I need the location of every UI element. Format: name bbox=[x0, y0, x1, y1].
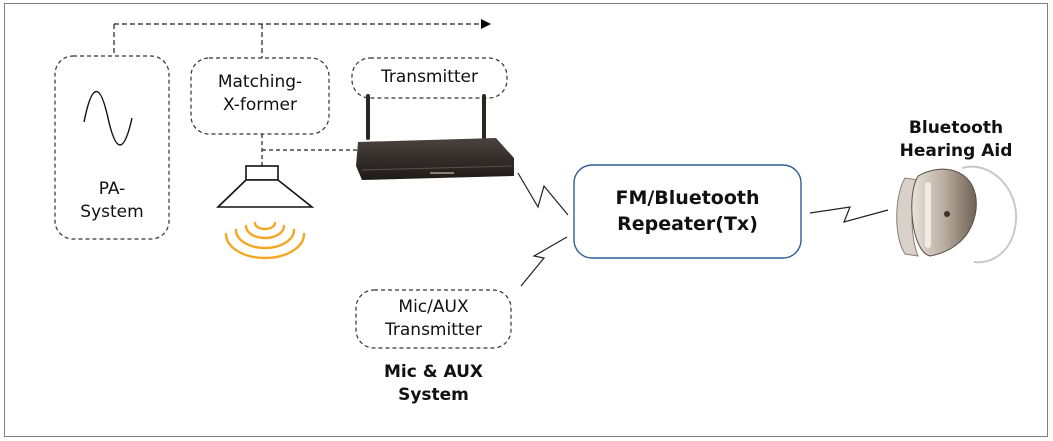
transmitter-box bbox=[351, 57, 508, 99]
pa-system-label: PA- System bbox=[80, 179, 144, 222]
wireless-link-router-to-repeater bbox=[517, 172, 569, 216]
top-distribution-line bbox=[113, 19, 491, 58]
sine-wave-icon bbox=[83, 90, 133, 146]
matching-transformer-label: Matching- X-former bbox=[217, 72, 303, 115]
matching-transformer-box bbox=[190, 57, 330, 135]
repeater-label: FM/Bluetooth Repeater(Tx) bbox=[615, 187, 760, 235]
wireless-link-mic-to-repeater bbox=[520, 236, 568, 287]
mic-aux-transmitter-box bbox=[355, 289, 512, 349]
mic-aux-system-label: Mic & AUX System bbox=[383, 362, 484, 405]
hearing-aid-label: Bluetooth Hearing Aid bbox=[899, 118, 1013, 161]
mic-aux-transmitter-label: Mic/AUX Transmitter bbox=[385, 297, 482, 340]
transformer-connections bbox=[261, 134, 357, 166]
repeater-box bbox=[573, 164, 802, 259]
sound-waves-icon bbox=[224, 221, 306, 260]
wireless-router-icon bbox=[356, 94, 514, 180]
transmitter-label: Transmitter bbox=[381, 67, 478, 87]
hearing-aid-icon bbox=[896, 165, 1018, 264]
diagram-frame bbox=[4, 3, 1048, 437]
loudspeaker-icon bbox=[216, 165, 315, 208]
pa-system-box bbox=[54, 55, 170, 240]
wireless-link-repeater-to-hearing-aid bbox=[809, 206, 889, 223]
